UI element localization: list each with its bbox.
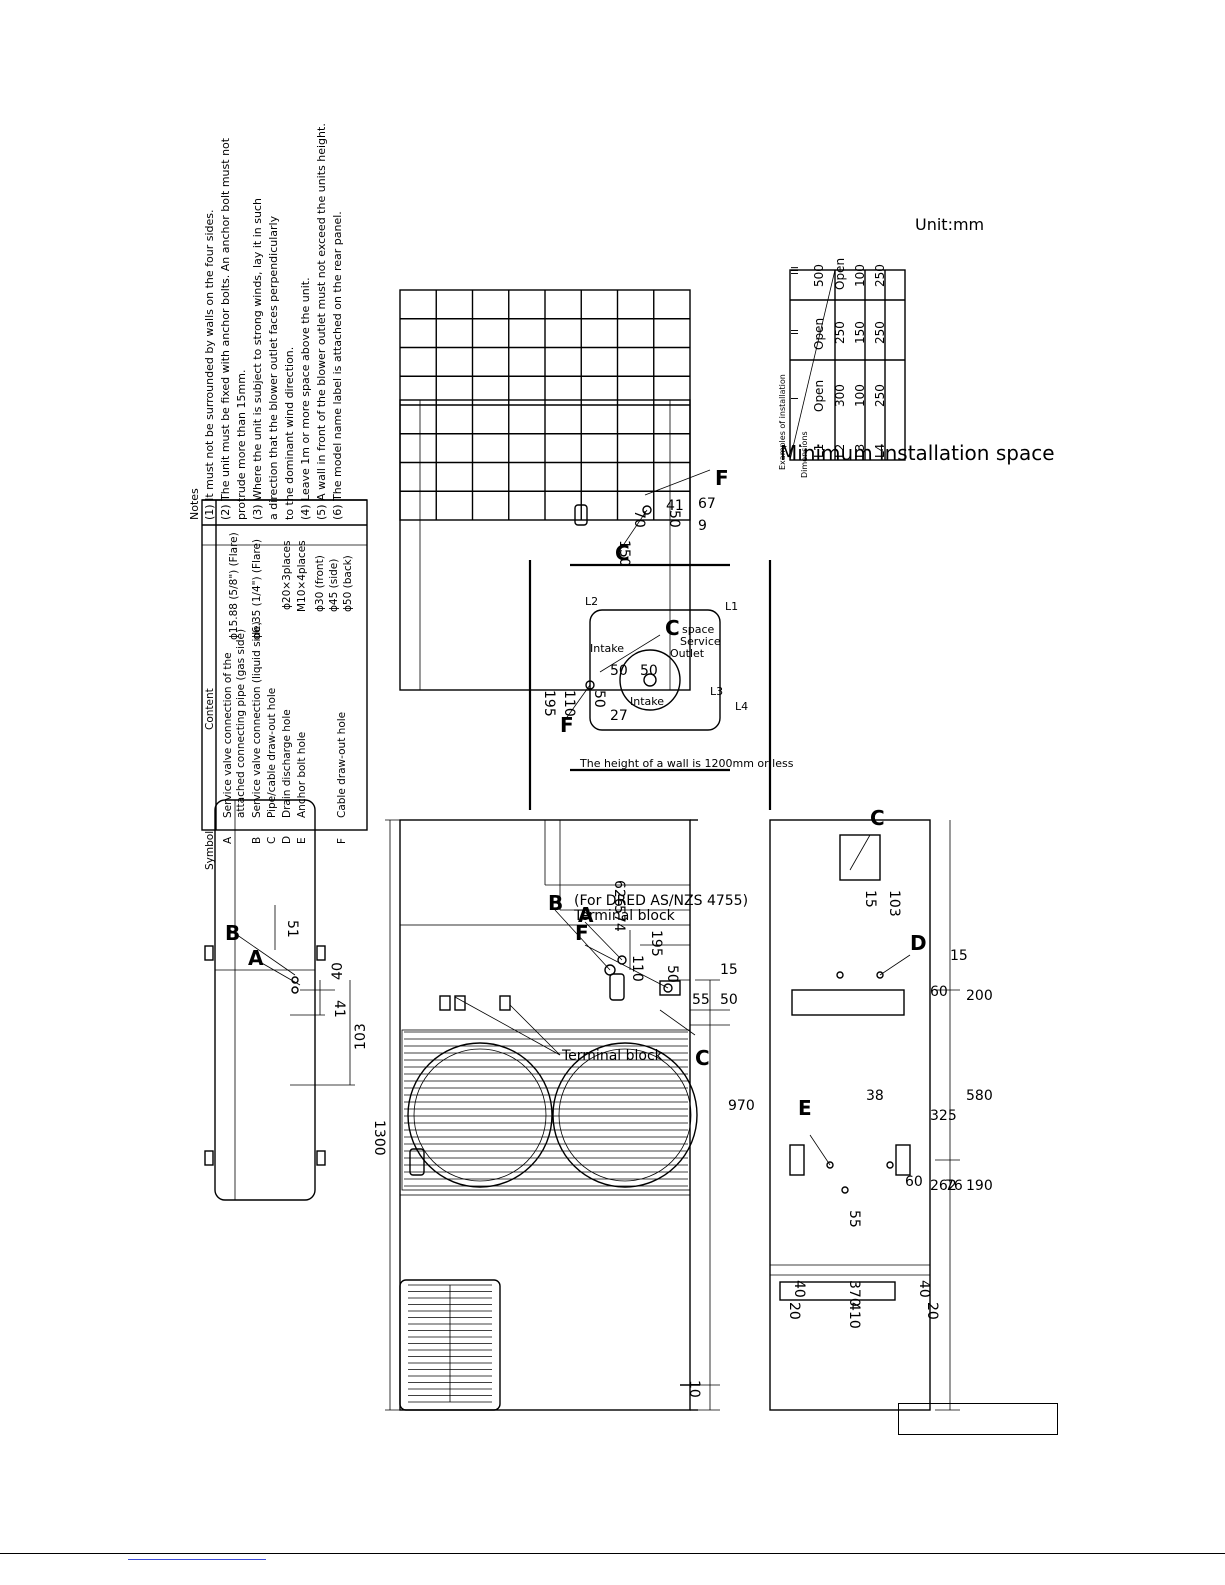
dim-200: 200 xyxy=(966,988,993,1004)
base-view-outline xyxy=(769,819,931,1411)
dim-67-back: 67 xyxy=(698,496,716,512)
top-view-outline xyxy=(214,799,316,1201)
dim-580: 580 xyxy=(966,1088,993,1104)
back-view: C F 70 150 50 41 9 67 xyxy=(399,289,729,567)
label-l3: L3 xyxy=(710,685,723,698)
dim-15-front: 15 xyxy=(720,962,738,978)
dim-20-base-a: 20 xyxy=(786,1302,802,1320)
dim-195-side: 195 xyxy=(541,690,557,717)
dim-50-side-a: 50 xyxy=(591,690,607,708)
fan-guard-upper xyxy=(407,1042,553,1188)
terminal-block-dred-label-1: Terminal block xyxy=(573,908,676,924)
callout-a-front: A xyxy=(578,903,594,927)
dim-150-back: 150 xyxy=(616,540,632,567)
bottom-link-underline xyxy=(128,1559,266,1560)
dim-50-back: 50 xyxy=(666,510,682,528)
installation-unit xyxy=(589,609,721,731)
symbol-table xyxy=(201,499,368,831)
dim-41-back: 41 xyxy=(666,498,684,514)
installation-diagram: The height of a wall is 1200mm or less I… xyxy=(528,560,794,810)
dim-370: 370 xyxy=(846,1280,862,1307)
callout-a-top: A xyxy=(248,946,264,970)
callout-f-back: F xyxy=(715,466,729,490)
dim-103: 103 xyxy=(353,1023,369,1050)
dim-51: 51 xyxy=(284,920,300,938)
space-table: Minimum installation space Unit:mm xyxy=(780,215,1055,465)
dim-40: 40 xyxy=(330,962,346,980)
service-label-1: Service xyxy=(680,635,721,648)
callout-c-front: C xyxy=(695,1046,710,1070)
symbol-table-text xyxy=(205,530,545,680)
side-view xyxy=(399,1279,501,1411)
dim-262: 262 xyxy=(930,1178,957,1194)
label-l2: L2 xyxy=(585,595,598,608)
dim-15-base-a: 15 xyxy=(950,948,968,964)
dim-60-base-b: 60 xyxy=(930,984,948,1000)
side-grill-outline xyxy=(399,1279,501,1411)
callout-e-base: E xyxy=(798,1096,812,1120)
dim-55-front: 55 xyxy=(692,992,710,1008)
wall-note: The height of a wall is 1200mm or less xyxy=(579,757,794,770)
dim-10: 10 xyxy=(686,1380,702,1398)
dim-50-front-a: 50 xyxy=(664,965,680,983)
callout-b-top: B xyxy=(225,921,240,945)
terminal-block-label: Terminal block xyxy=(561,1048,664,1064)
dim-41: 41 xyxy=(331,1000,347,1018)
fan-guard-lower xyxy=(552,1042,698,1188)
space-table-title: Minimum installation space xyxy=(780,441,1055,465)
front-view: F B A C Terminal block Terminal block (F… xyxy=(371,819,755,1411)
unit-label: Unit:mm xyxy=(915,215,984,234)
dim-195-front: 195 xyxy=(648,930,664,957)
dim-27-side: 27 xyxy=(610,708,628,724)
outlet-label: Outlet xyxy=(670,647,705,660)
top-view: 41 103 40 51 B A xyxy=(204,799,369,1201)
dim-190: 190 xyxy=(966,1178,993,1194)
label-l1: L1 xyxy=(725,600,738,613)
callout-f-side: F xyxy=(560,713,574,737)
callout-b-front: B xyxy=(548,891,563,915)
dim-76: 76 xyxy=(945,1178,963,1194)
callout-c-base: C xyxy=(870,806,885,830)
intake-top: Intake xyxy=(590,642,624,655)
dim-110-front: 110 xyxy=(629,955,645,982)
dim-55-base: 55 xyxy=(846,1210,862,1228)
dim-60-base-a: 60 xyxy=(905,1174,923,1190)
callout-f-front: F xyxy=(575,921,589,945)
callout-c-back: C xyxy=(615,541,630,565)
dim-103-base: 103 xyxy=(886,890,902,917)
terminal-block-dred-label-2: (For DRED AS/NZS 4755) xyxy=(574,893,748,909)
dimension-drawing: 41 103 40 51 B A xyxy=(201,215,1055,1411)
dim-325: 325 xyxy=(930,1108,957,1124)
dim-410: 410 xyxy=(846,1302,862,1329)
dim-50-front-b: 50 xyxy=(720,992,738,1008)
dim-15-base-b: 15 xyxy=(862,890,878,908)
callout-d-base: D xyxy=(910,931,927,955)
back-grid xyxy=(400,290,690,520)
dim-70-back: 70 xyxy=(631,510,647,528)
dim-40-base-a: 40 xyxy=(791,1280,807,1298)
dim-574: 574 xyxy=(611,905,627,932)
rotated-drawing: 41 103 40 51 B A xyxy=(190,10,1055,1570)
dim-20-base-b: 20 xyxy=(924,1302,940,1320)
dim-1300: 1300 xyxy=(371,1120,387,1156)
callout-c-side: C xyxy=(665,616,680,640)
space-table-frame xyxy=(789,269,906,461)
fan-grill xyxy=(404,1031,688,1187)
dim-9-back: 9 xyxy=(698,518,707,534)
dim-40-base-b: 40 xyxy=(916,1280,932,1298)
stamp-box xyxy=(898,1403,1058,1435)
label-l4: L4 xyxy=(735,700,748,713)
intake-bottom: Intake xyxy=(630,695,664,708)
dim-626: 626 xyxy=(611,880,627,907)
side-grill xyxy=(408,1284,492,1403)
dim-970: 970 xyxy=(728,1098,755,1114)
dim-38: 38 xyxy=(866,1088,884,1104)
service-label-2: space xyxy=(682,623,715,636)
dim-110-side: 110 xyxy=(561,690,577,717)
bottom-rule xyxy=(0,1553,1225,1554)
base-view: E D C 190 580 200 76 55 60 262 38 325 60… xyxy=(769,806,993,1411)
